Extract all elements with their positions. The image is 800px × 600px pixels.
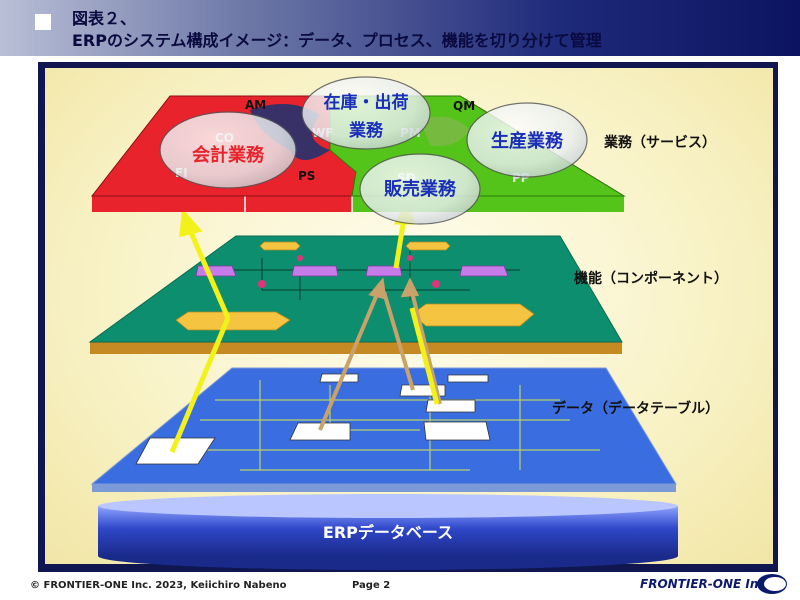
sales-bubble: 販売業務 xyxy=(359,153,481,225)
inventory-bubble-label-line2: 業務 xyxy=(349,120,384,141)
accounting-bubble: 会計業務 xyxy=(159,111,297,189)
inventory-bubble: 在庫・出荷 業務 xyxy=(301,76,431,150)
function-component xyxy=(459,265,509,277)
module-qm: QM xyxy=(453,99,475,113)
data-to-function-arrow xyxy=(318,291,380,431)
service-layer: AM CO FI WF PS PM QM SD PP 会計業務 在庫・出荷 業務… xyxy=(90,76,626,225)
erp-database-label: ERPデータベース xyxy=(323,523,453,542)
function-hexagon xyxy=(175,311,291,331)
data-to-function-arrow xyxy=(410,291,442,405)
data-layer-label: データ（データテーブル） xyxy=(552,401,720,417)
connector-dot xyxy=(297,255,303,261)
production-bubble-label: 生産業務 xyxy=(491,130,564,152)
frontier-one-logo-icon xyxy=(757,574,787,594)
data-layer xyxy=(90,367,677,492)
data-to-function-arrow xyxy=(382,291,415,391)
page-title: ERPのシステム構成イメージ：データ、プロセス、機能を切り分けて管理 xyxy=(72,31,602,50)
data-table-tile xyxy=(289,422,351,441)
production-bubble: 生産業務 xyxy=(466,102,588,178)
function-component xyxy=(365,265,403,277)
footer-logo-text: FRONTIER-ONE Inc. xyxy=(640,577,771,591)
data-to-function-arrow xyxy=(409,307,440,405)
connector-dot xyxy=(407,255,413,261)
data-to-function-arrow xyxy=(169,317,231,453)
arrow-head xyxy=(368,277,387,300)
function-to-service-arrow xyxy=(187,229,231,319)
function-hexagon xyxy=(405,241,451,251)
connector-dot xyxy=(258,280,266,288)
connector-dot xyxy=(432,280,440,288)
service-layer-label: 業務（サービス） xyxy=(604,135,716,151)
function-connector-dots xyxy=(258,255,440,288)
page-title-number: 図表２、 xyxy=(72,9,137,28)
function-layer xyxy=(88,235,623,354)
function-hexagons xyxy=(175,241,535,331)
function-to-service-arrow xyxy=(393,217,407,269)
function-hexagon xyxy=(411,303,535,327)
function-components xyxy=(195,265,509,277)
footer-page-number: Page 2 xyxy=(352,580,391,591)
function-hexagon xyxy=(259,241,301,251)
header-bar: 図表２、 ERPのシステム構成イメージ：データ、プロセス、機能を切り分けて管理 xyxy=(0,0,800,56)
header-square-icon xyxy=(35,14,51,30)
data-table-tile xyxy=(447,374,489,383)
erp-database-cylinder: ERPデータベース xyxy=(98,494,678,570)
module-ps: PS xyxy=(298,169,315,183)
arrow-head xyxy=(400,277,420,298)
function-layer-label: 機能（コンポーネント） xyxy=(574,271,728,287)
data-table-tile xyxy=(425,399,476,413)
inventory-bubble-label-line1: 在庫・出荷 xyxy=(324,92,409,113)
sales-bubble-label: 販売業務 xyxy=(384,178,457,200)
module-am: AM xyxy=(245,98,266,112)
footer-copyright: © FRONTIER-ONE Inc. 2023, Keiichiro Nabe… xyxy=(30,580,287,591)
data-table-tile xyxy=(423,421,491,441)
function-component xyxy=(291,265,339,277)
function-component xyxy=(195,265,237,277)
arrow-head xyxy=(179,208,203,238)
data-table-tile xyxy=(135,437,216,465)
accounting-bubble-label: 会計業務 xyxy=(192,144,265,166)
data-table-tile xyxy=(319,373,359,383)
